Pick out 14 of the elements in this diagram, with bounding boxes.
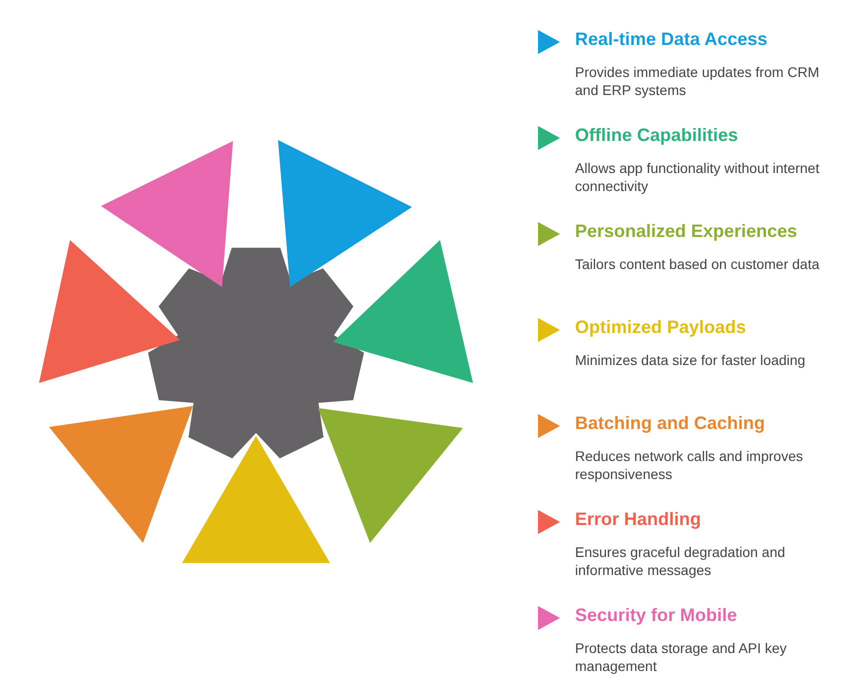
item-title: Personalized Experiences [575,220,798,243]
item-description: Allows app functionality without internet connectivity [575,159,820,195]
item-title: Error Handling [575,508,702,531]
item-description: Ensures graceful degradation and informative messages [575,543,786,579]
item-title: Security for Mobile [575,604,738,627]
item-description: Tailors content based on customer data [575,255,820,273]
item-title: Optimized Payloads [575,316,746,339]
item-description: Reduces network calls and improves responsiveness [575,447,804,483]
item-title: Real-time Data Access [575,28,768,51]
item-description: Provides immediate updates from CRM and ERP systems [575,63,820,99]
item-description: Minimizes data size for faster loading [575,351,806,369]
item-title: Batching and Caching [575,412,766,435]
item-title: Offline Capabilities [575,124,738,147]
item-description: Protects data storage and API key management [575,639,788,675]
